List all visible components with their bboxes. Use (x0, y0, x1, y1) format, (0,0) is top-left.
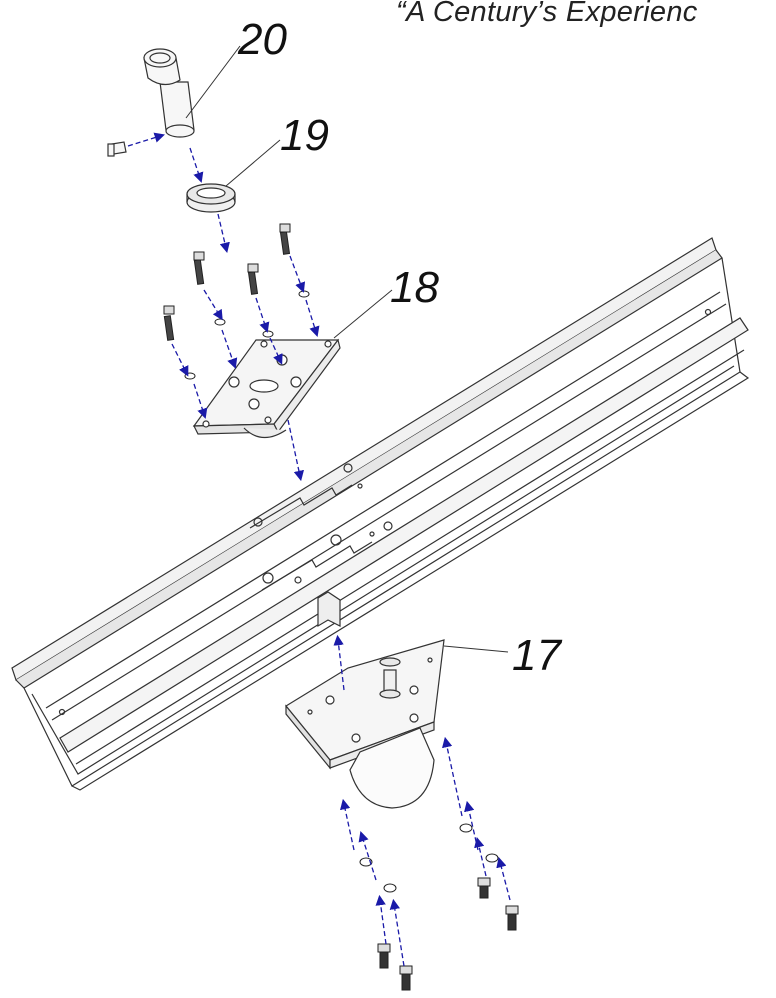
part-20-post (107, 48, 195, 157)
callout-18: 18 (390, 263, 439, 312)
bottom-fasteners (359, 823, 519, 991)
part-19-bushing (186, 183, 236, 213)
rail-channel (11, 237, 750, 791)
assembly-arrows (127, 132, 511, 967)
part-17-motor-plate (285, 591, 445, 809)
brand-tagline: “A Century’s Experienc (396, 0, 698, 28)
part-18-plate (192, 338, 341, 439)
callout-17: 17 (512, 631, 562, 680)
callout-20: 20 (237, 15, 287, 64)
callout-19: 19 (280, 111, 329, 160)
